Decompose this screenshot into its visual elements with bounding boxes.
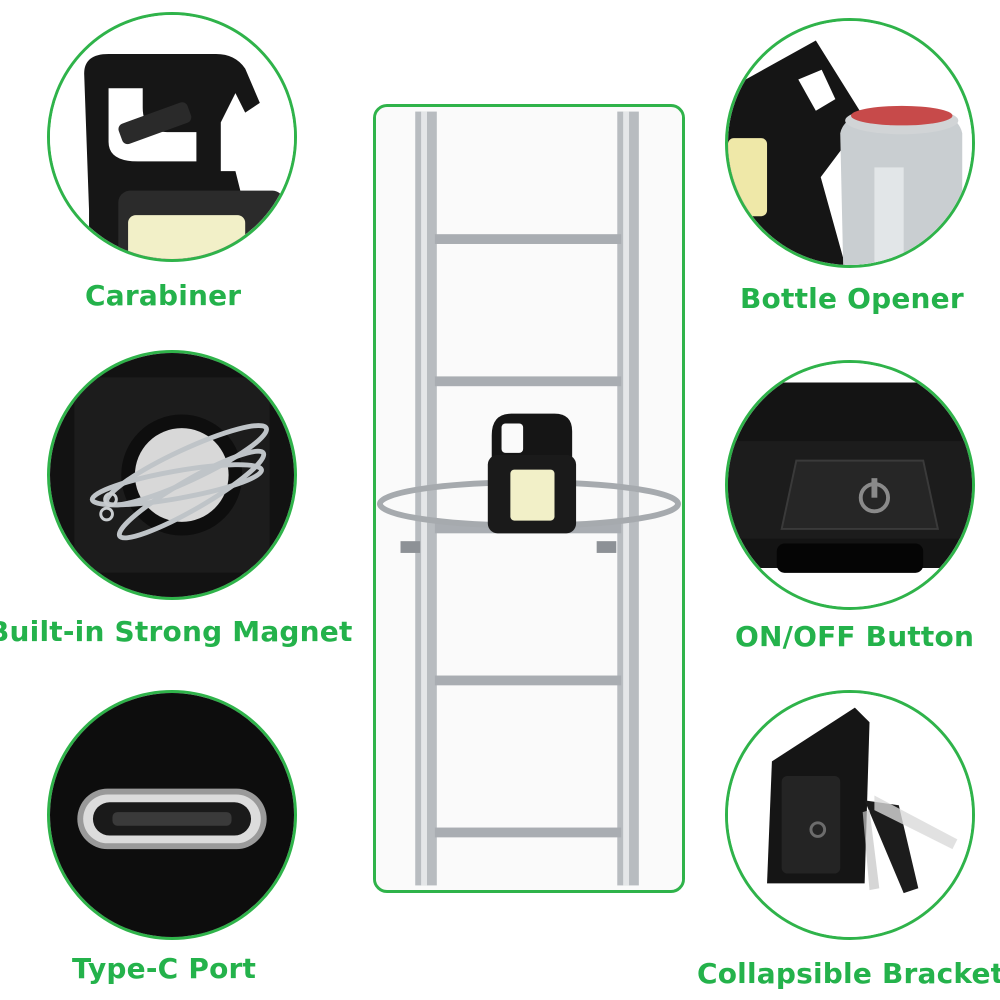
bracket-label: Collapsible Bracket: [697, 957, 1000, 990]
flashlight-device: [487, 413, 577, 534]
usb-c-port-icon: [50, 693, 294, 937]
bracket-detail-circle: [725, 690, 975, 940]
typec-label: Type-C Port: [72, 952, 257, 985]
folding-bracket-icon: [728, 693, 972, 937]
typec-detail-circle: [47, 690, 297, 940]
carabiner-detail-circle: [47, 12, 297, 262]
carabiner-hook-icon: [50, 15, 294, 259]
ladder-scene-panel: [373, 104, 685, 893]
carabiner-label: Carabiner: [85, 279, 242, 312]
power-button-icon: [728, 363, 972, 607]
power-button-detail-circle: [725, 360, 975, 610]
bottle-opener-label: Bottle Opener: [740, 282, 964, 315]
bottle-opener-detail-circle: [725, 18, 975, 268]
ladder-with-flashlight-image: [376, 111, 682, 886]
magnet-detail-circle: [47, 350, 297, 600]
power-button-label: ON/OFF Button: [735, 620, 975, 653]
magnet-icon: [50, 353, 294, 597]
magnet-label: Built-in Strong Magnet: [0, 615, 353, 648]
bottle-opener-icon: [728, 21, 972, 265]
